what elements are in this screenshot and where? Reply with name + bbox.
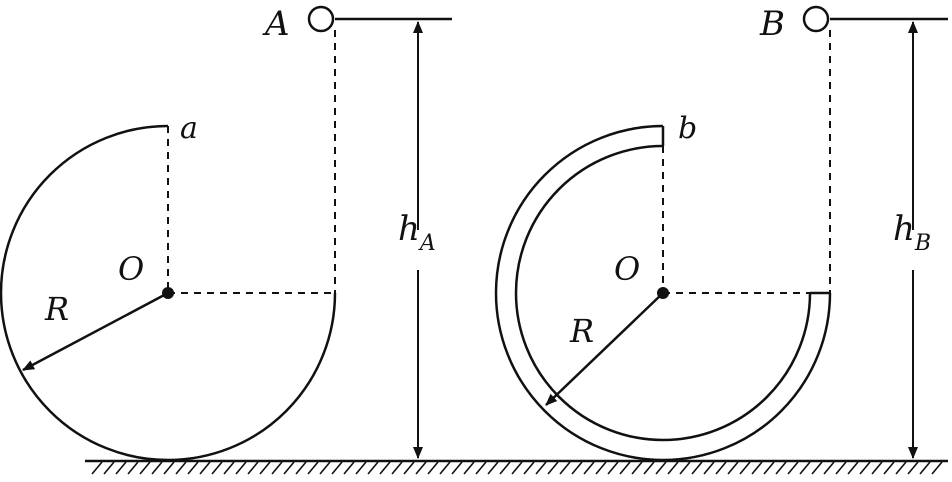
hatch-mark	[787, 461, 799, 475]
hatch-mark	[439, 461, 451, 475]
hatch-mark	[919, 461, 931, 475]
radius-arrow-right	[545, 292, 664, 406]
label-hA: hA	[398, 209, 436, 256]
hatch-mark	[223, 461, 235, 475]
hatch-mark	[199, 461, 211, 475]
label-O-right: O	[614, 250, 640, 288]
hatch-mark	[931, 461, 943, 475]
hatch-mark	[175, 461, 187, 475]
hatch-mark	[415, 461, 427, 475]
hatch-mark	[523, 461, 535, 475]
label-hB: hB	[893, 209, 931, 256]
hatch-mark	[859, 461, 871, 475]
hatch-mark	[703, 461, 715, 475]
hatch-mark	[451, 461, 463, 475]
hatch-mark	[847, 461, 859, 475]
hatch-mark	[775, 461, 787, 475]
hatch-mark	[271, 461, 283, 475]
hatch-mark	[583, 461, 595, 475]
hatch-mark	[871, 461, 883, 475]
hatch-mark	[475, 461, 487, 475]
hatch-mark	[103, 461, 115, 475]
ground	[85, 459, 948, 475]
hatch-mark	[367, 461, 379, 475]
label-R-left: R	[44, 290, 69, 328]
hatch-mark	[235, 461, 247, 475]
ball-B	[802, 5, 830, 33]
hatch-mark	[715, 461, 727, 475]
hatch-mark	[211, 461, 223, 475]
hatch-mark	[571, 461, 583, 475]
hatch-mark	[751, 461, 763, 475]
label-B: B	[759, 4, 785, 44]
hatch-mark	[163, 461, 175, 475]
hatch-mark	[151, 461, 163, 475]
hatch-mark	[535, 461, 547, 475]
hatch-mark	[727, 461, 739, 475]
hatch-mark	[379, 461, 391, 475]
hatch-mark	[559, 461, 571, 475]
hatch-mark	[499, 461, 511, 475]
ground-hatching	[91, 461, 943, 475]
hatch-mark	[811, 461, 823, 475]
label-R-right: R	[569, 312, 594, 350]
hatch-mark	[547, 461, 559, 475]
hatch-mark	[295, 461, 307, 475]
tube-b-outer-wall	[494, 124, 832, 462]
hatch-mark	[643, 461, 655, 475]
tube-b-figure: B b O R hB	[494, 4, 948, 462]
hatch-mark	[343, 461, 355, 475]
hatch-mark	[463, 461, 475, 475]
hatch-mark	[247, 461, 259, 475]
hatch-mark	[595, 461, 607, 475]
hatch-mark	[403, 461, 415, 475]
hatch-mark	[679, 461, 691, 475]
track-a-figure: A a O R hA	[0, 4, 452, 462]
track-a-arc	[0, 124, 337, 462]
hatch-mark	[355, 461, 367, 475]
hatch-mark	[799, 461, 811, 475]
hatch-mark	[127, 461, 139, 475]
hatch-mark	[607, 461, 619, 475]
hatch-mark	[319, 461, 331, 475]
hatch-mark	[631, 461, 643, 475]
hatch-mark	[667, 461, 679, 475]
hatch-mark	[259, 461, 271, 475]
tube-b-inner-wall	[514, 144, 812, 442]
hatch-mark	[427, 461, 439, 475]
hatch-mark	[391, 461, 403, 475]
hatch-mark	[691, 461, 703, 475]
label-A: A	[262, 4, 290, 44]
hatch-mark	[283, 461, 295, 475]
hatch-mark	[307, 461, 319, 475]
hatch-mark	[823, 461, 835, 475]
hatch-mark	[835, 461, 847, 475]
hatch-mark	[655, 461, 667, 475]
label-b: b	[678, 111, 697, 146]
hatch-mark	[511, 461, 523, 475]
hatch-mark	[895, 461, 907, 475]
hatch-mark	[187, 461, 199, 475]
hatch-mark	[487, 461, 499, 475]
hatch-mark	[907, 461, 919, 475]
hatch-mark	[739, 461, 751, 475]
hatch-mark	[91, 461, 103, 475]
label-a: a	[180, 111, 198, 146]
hatch-mark	[115, 461, 127, 475]
hatch-mark	[763, 461, 775, 475]
hatch-mark	[139, 461, 151, 475]
radius-arrow-left	[22, 291, 169, 372]
hatch-mark	[331, 461, 343, 475]
label-O-left: O	[118, 250, 144, 288]
ball-A	[307, 5, 335, 33]
hatch-mark	[883, 461, 895, 475]
hatch-mark	[619, 461, 631, 475]
